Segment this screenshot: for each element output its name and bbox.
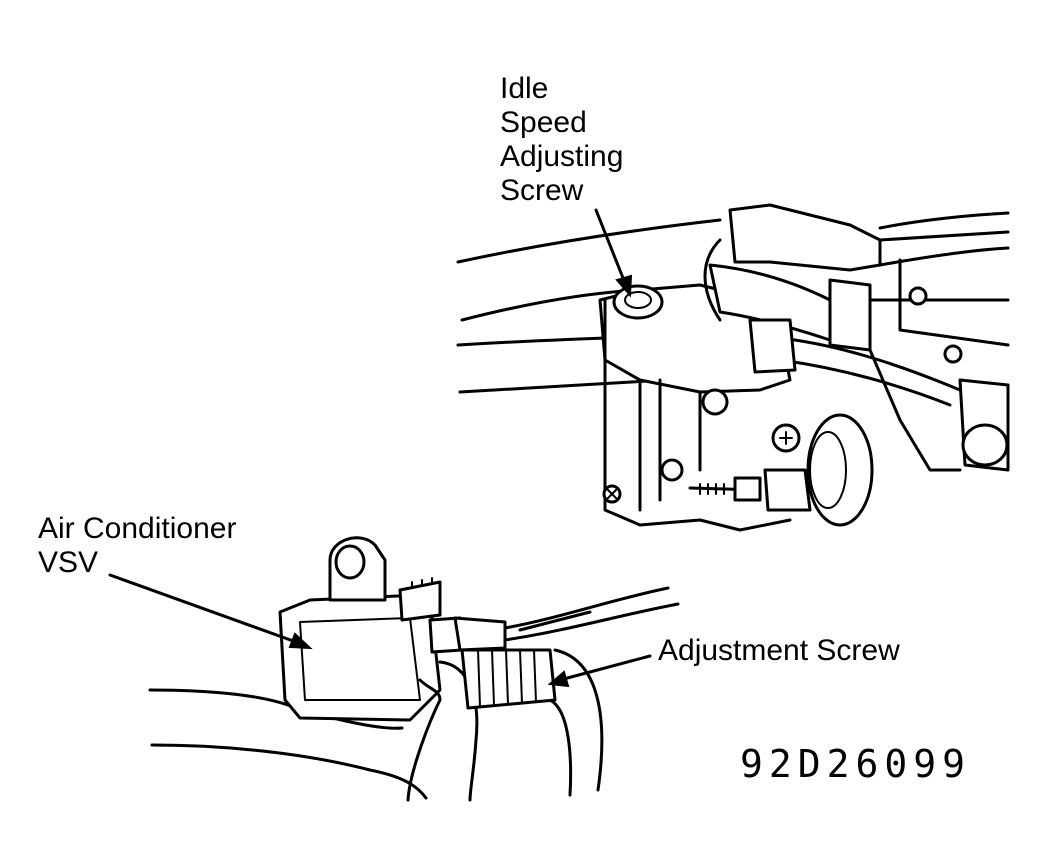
ac-vsv-arrowhead [288, 632, 313, 650]
idle-screw-arrowhead [615, 274, 633, 298]
figure-code: 92D26099 [740, 742, 972, 786]
adjustment-screw-leader [558, 654, 652, 682]
idle-label-line-2: Speed [500, 106, 587, 139]
ac-vsv-leader [108, 573, 298, 644]
adjustment-screw-label: Adjustment Screw [658, 634, 900, 667]
idle-label-line-3: Adjusting [500, 140, 624, 173]
idle-label-line-1: Idle [500, 72, 549, 105]
ac-label-line-2: VSV [38, 546, 99, 579]
adjustment-screw-arrowhead [547, 670, 570, 688]
callout-arrows [108, 208, 652, 688]
idle-screw-leader [594, 208, 627, 285]
idle-label-line-4: Screw [500, 174, 584, 207]
throttle-body-assembly [456, 203, 1010, 532]
ac-label-line-1: Air Conditioner [38, 512, 237, 545]
vsv-assembly [148, 536, 680, 802]
